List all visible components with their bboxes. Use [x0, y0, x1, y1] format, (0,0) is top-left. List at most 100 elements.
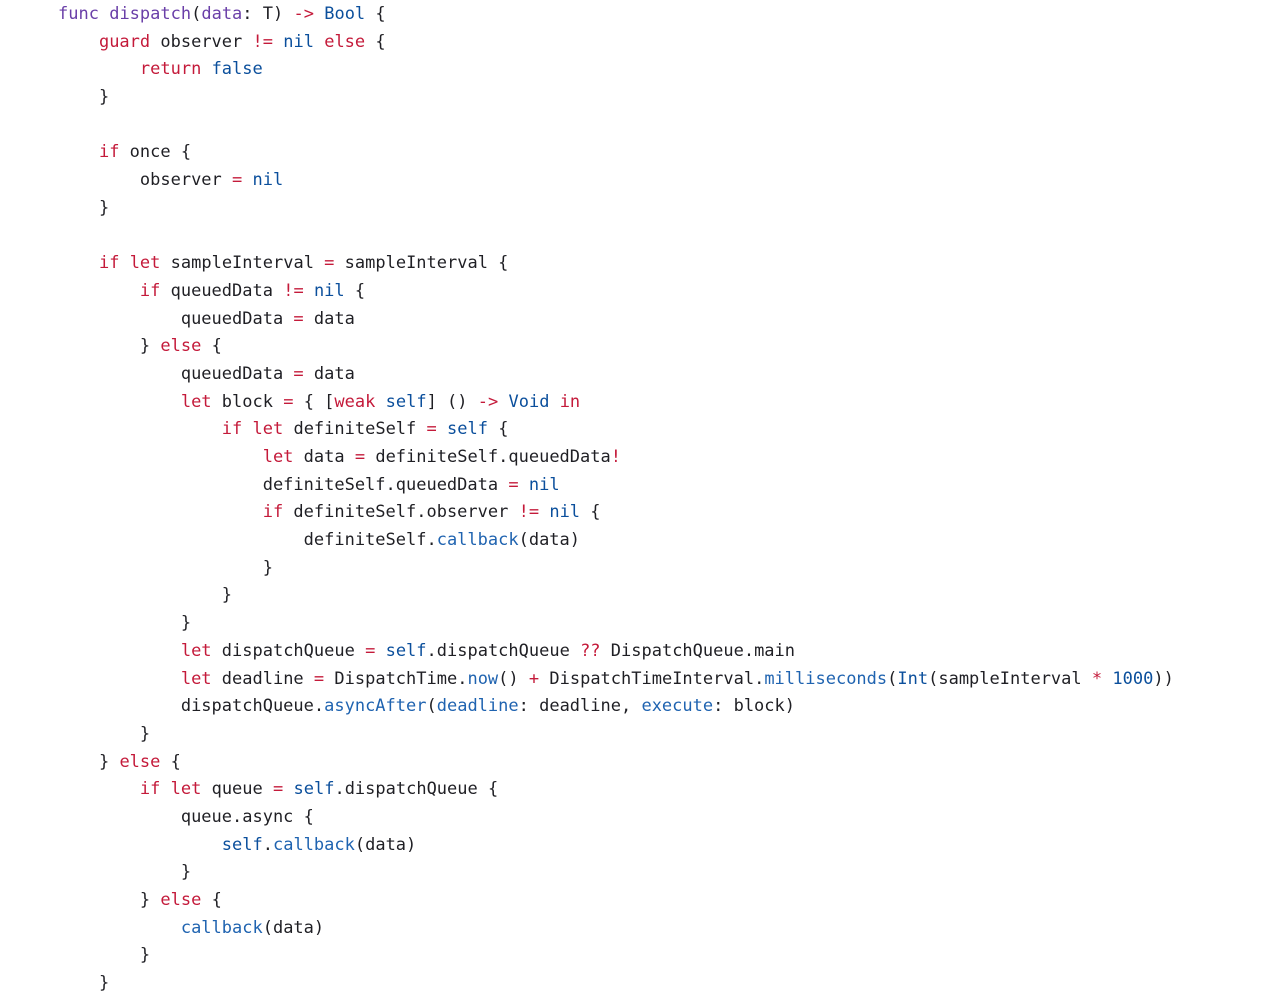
code-line: } — [58, 555, 1174, 583]
code-token-sp — [549, 392, 559, 412]
code-token-sp — [58, 309, 181, 329]
code-token-sp — [58, 613, 181, 633]
code-token-plain: observer — [150, 31, 253, 52]
code-token-sp — [242, 419, 252, 439]
code-token-kw: if — [139, 779, 161, 800]
code-token-sp — [119, 253, 129, 273]
code-token-plain: ( — [887, 668, 898, 689]
code-token-lit: nil — [313, 280, 345, 301]
code-line: observer = nil — [58, 167, 1174, 195]
code-token-fn: func — [58, 4, 99, 24]
code-token-plain: } — [98, 973, 110, 994]
code-token-type: Void — [508, 391, 550, 412]
code-token-plain: block — [211, 391, 284, 412]
code-token-plain: sampleInterval — [160, 253, 325, 274]
code-line: } — [58, 859, 1174, 887]
code-token-plain: ( — [426, 696, 437, 717]
code-token-op: = — [293, 363, 304, 384]
code-line: callback(data) — [58, 915, 1174, 943]
code-line: if queuedData != nil { — [58, 278, 1174, 306]
code-line — [58, 223, 1174, 251]
code-token-sp — [273, 32, 283, 52]
code-line: let dispatchQueue = self.dispatchQueue ?… — [58, 638, 1174, 666]
code-line — [58, 112, 1174, 140]
code-token-op: != — [518, 502, 540, 523]
code-token-kw: let — [262, 447, 294, 467]
code-token-sp — [58, 779, 140, 799]
code-token-kw: if — [262, 502, 284, 523]
code-token-op: = — [313, 668, 325, 689]
code-token-call: milliseconds — [764, 668, 888, 689]
code-line: } — [58, 942, 1174, 970]
code-token-sp — [58, 724, 140, 744]
code-token-sp — [58, 862, 181, 882]
code-token-op: = — [283, 391, 294, 412]
code-token-lit: nil — [549, 502, 581, 523]
code-token-plain: { — [201, 336, 222, 357]
code-token-sp — [58, 696, 181, 716]
code-token-plain: definiteSelf.queuedData — [365, 447, 611, 467]
code-token-sp — [58, 253, 99, 273]
code-token-kw: let — [129, 253, 161, 274]
code-token-sp — [58, 336, 140, 356]
code-token-lit: self — [293, 779, 335, 800]
code-token-kw: let — [180, 668, 212, 689]
code-token-sp — [58, 198, 99, 218]
code-token-plain: once { — [119, 142, 192, 163]
code-token-plain: } — [98, 751, 120, 772]
code-token-sp — [58, 558, 263, 578]
code-token-plain: DispatchTimeInterval. — [539, 668, 765, 689]
code-token-sp — [437, 419, 447, 439]
code-token-plain: } — [139, 723, 151, 744]
code-token-plain: { — [365, 4, 386, 24]
code-token-sp — [58, 502, 263, 522]
code-token-lit: nil — [252, 170, 284, 191]
code-token-plain: } — [139, 945, 151, 966]
code-token-kw: let — [170, 779, 202, 800]
code-token-kw: let — [252, 419, 284, 440]
code-token-sp — [58, 32, 99, 52]
code-token-sp — [58, 142, 99, 162]
code-token-plain: } — [262, 557, 273, 578]
code-line: let block = { [weak self] () -> Void in — [58, 389, 1174, 417]
code-line: } — [58, 195, 1174, 223]
code-token-num: 1000 — [1112, 668, 1154, 689]
code-line: if once { — [58, 139, 1174, 167]
code-token-plain: { — [160, 751, 181, 772]
code-token-kw: else — [160, 890, 202, 910]
code-token-plain: data — [293, 447, 355, 467]
code-token-call: callback — [436, 530, 519, 551]
code-token-kw: if — [221, 419, 243, 440]
code-token-op: ?? — [580, 640, 601, 661]
code-token-plain: )) — [1153, 668, 1174, 689]
code-token-sp — [58, 170, 140, 190]
code-token-plain: { [ — [293, 391, 335, 412]
code-token-lit: self — [447, 419, 488, 440]
code-token-sp — [99, 4, 109, 24]
code-token-sp — [58, 807, 181, 827]
code-token-plain: DispatchTime. — [324, 668, 468, 689]
code-token-plain: { — [365, 31, 386, 52]
code-token-kw: let — [180, 391, 212, 412]
code-line: dispatchQueue.asyncAfter(deadline: deadl… — [58, 693, 1174, 721]
code-token-op: = — [508, 474, 519, 495]
code-token-fn: dispatch — [109, 4, 192, 24]
code-token-kw: if — [98, 142, 120, 163]
code-token-plain: { — [344, 280, 366, 301]
code-token-label: deadline — [436, 696, 519, 717]
code-token-plain: () — [498, 668, 529, 689]
code-token-sp — [498, 392, 508, 412]
code-token-plain: { — [201, 890, 222, 910]
code-token-plain: queuedData — [180, 363, 294, 384]
code-token-sp — [58, 835, 222, 855]
code-token-plain: { — [487, 419, 509, 440]
code-token-sp — [58, 364, 181, 384]
code-token-plain: data — [303, 363, 355, 384]
code-token-type: Int — [897, 668, 929, 689]
code-token-sp — [58, 641, 181, 661]
code-line: definiteSelf.queuedData = nil — [58, 472, 1174, 500]
code-token-plain: (data) — [354, 834, 417, 855]
code-token-sp — [58, 585, 222, 605]
code-line: } — [58, 721, 1174, 749]
code-token-kw: in — [559, 391, 581, 412]
